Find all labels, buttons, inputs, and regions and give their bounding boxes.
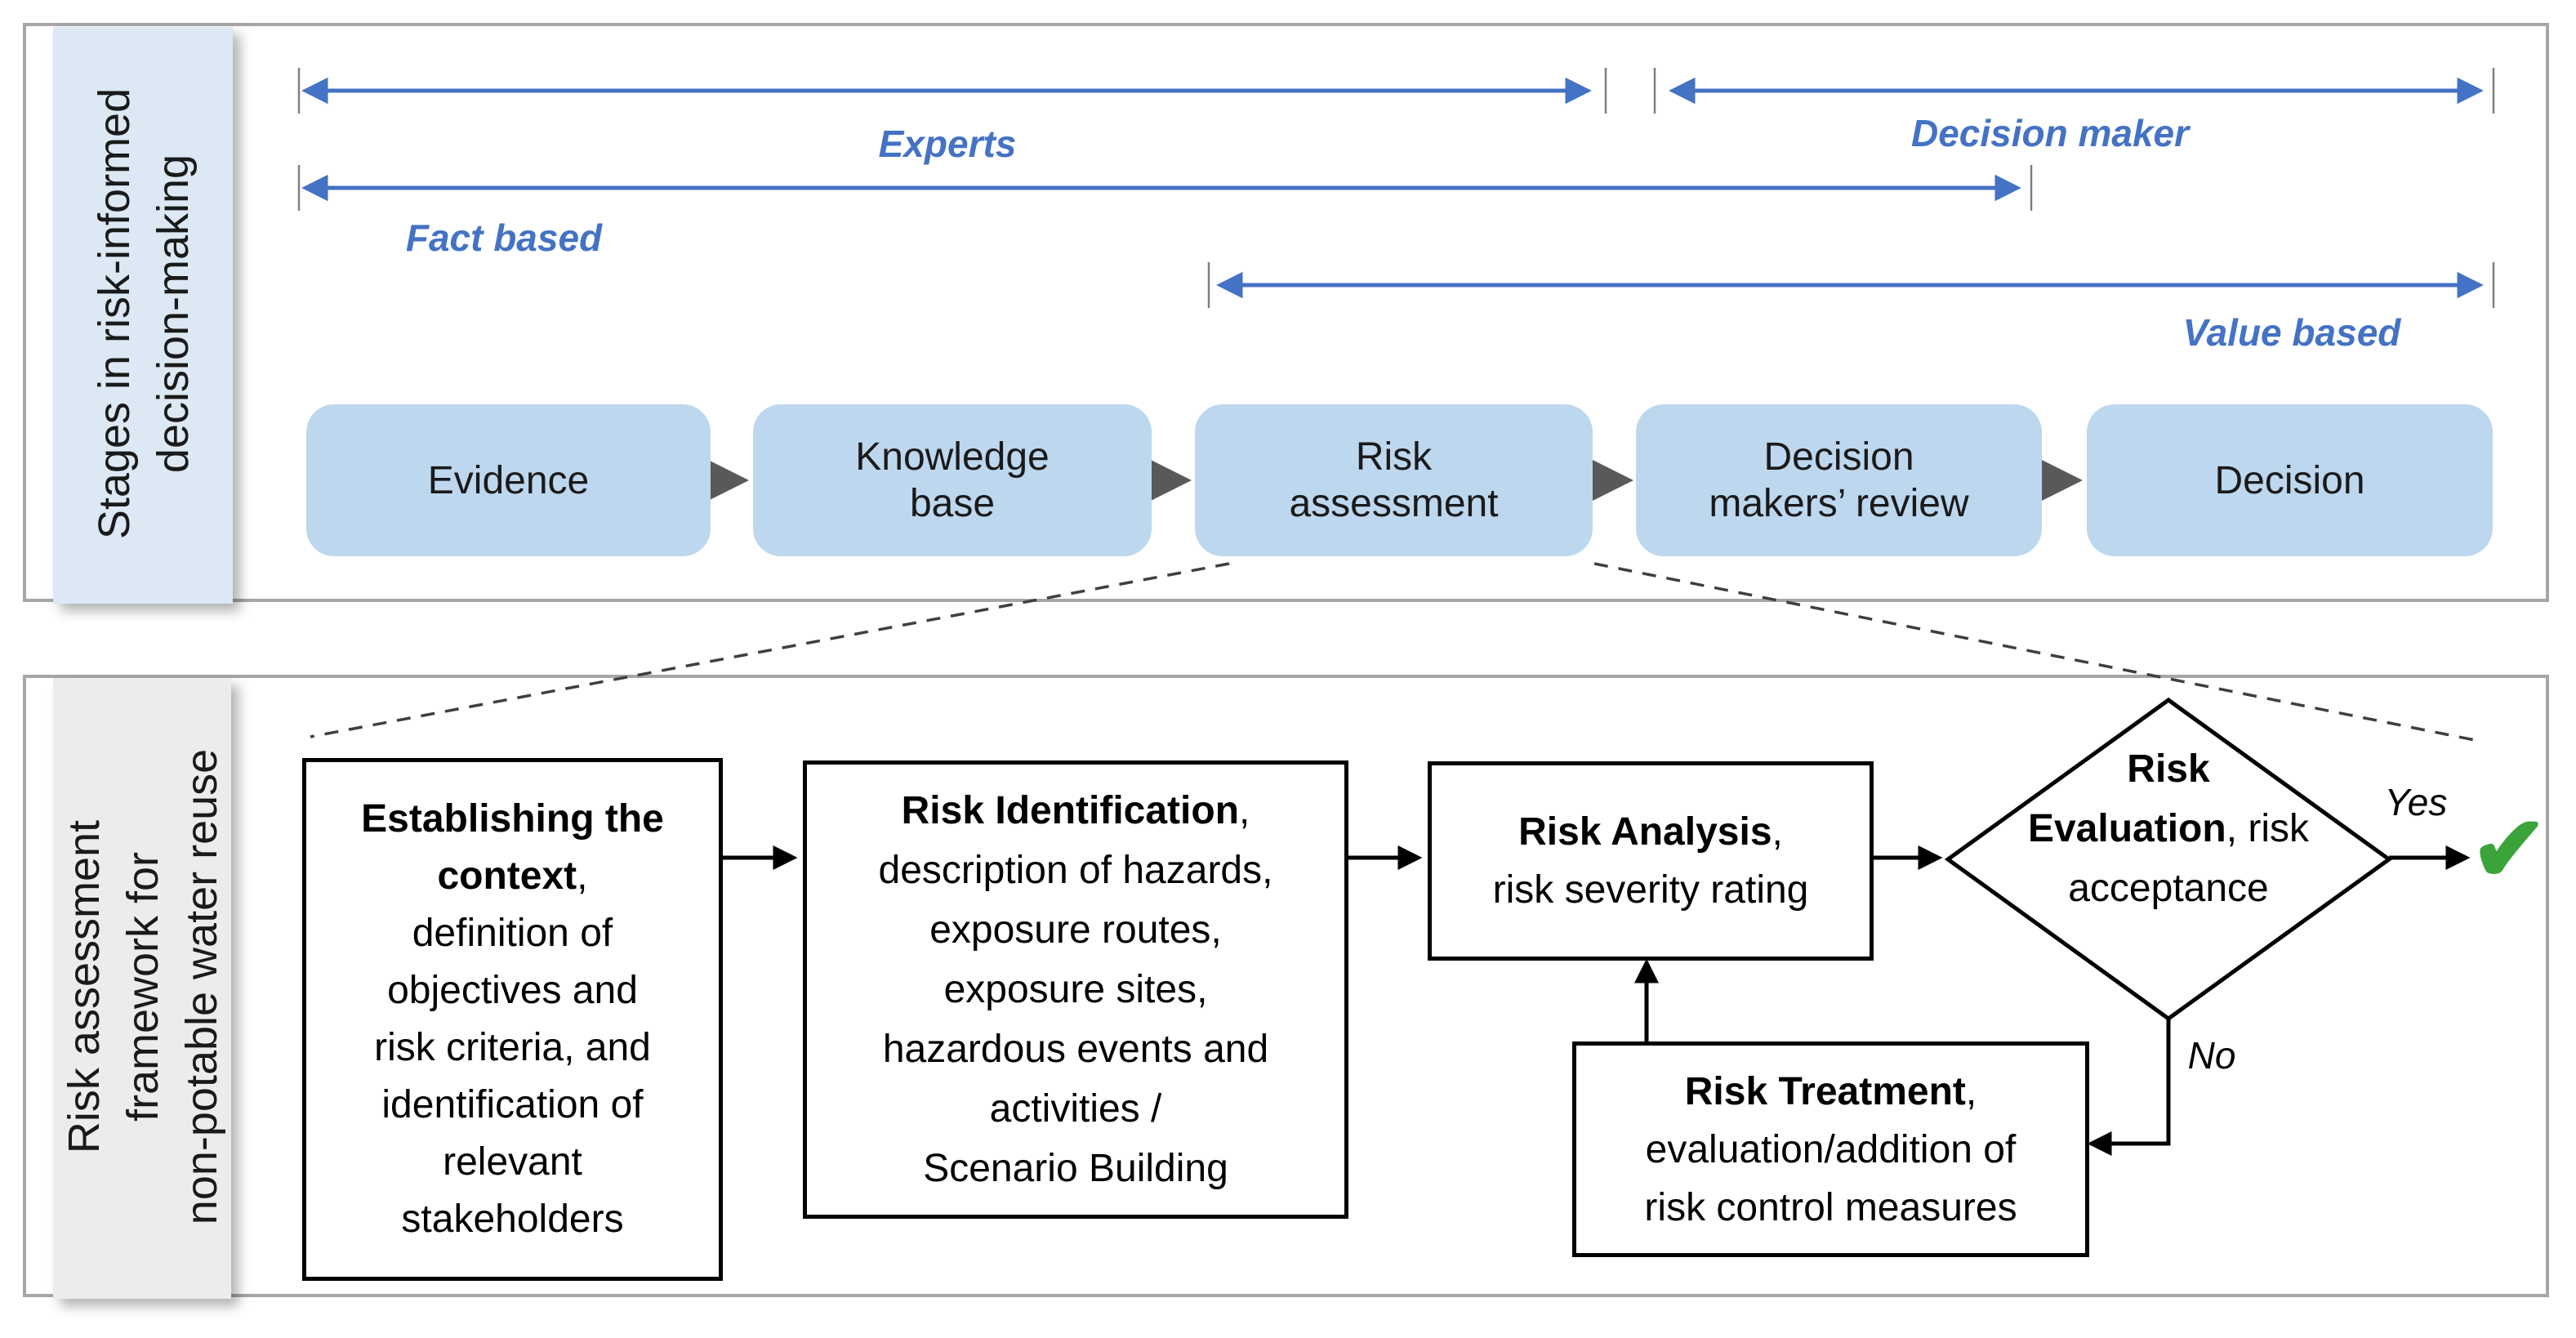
step-text: Risk Treatment, evaluation/addition of r… bbox=[1576, 1063, 2085, 1237]
expansion-dashed-line-right bbox=[1593, 562, 2484, 743]
stage-box-knowledge-base: Knowledge base bbox=[753, 404, 1152, 556]
step-text: Establishing the context, definition of … bbox=[306, 791, 719, 1248]
expansion-dashed-line-left bbox=[310, 562, 1230, 738]
step-box-risk-analysis: Risk Analysis, risk severity rating bbox=[1428, 761, 1874, 961]
stage-box-decision: Decision bbox=[2087, 404, 2493, 556]
fact-based-label: Fact based bbox=[405, 216, 603, 259]
step-text-risk-evaluation: Risk Evaluation, risk acceptance bbox=[1972, 739, 2364, 918]
step-box-establishing-context: Establishing the context, definition of … bbox=[302, 758, 723, 1281]
decision-maker-label: Decision maker bbox=[1910, 112, 2190, 154]
step-text: Risk Identification, description of haza… bbox=[807, 781, 1344, 1198]
stage-box-risk-assessment: Risk assessment bbox=[1195, 404, 1593, 556]
bottom-panel bbox=[23, 675, 2549, 1297]
stage-box-evidence: Evidence bbox=[306, 404, 711, 556]
top-side-label-strip bbox=[53, 27, 233, 604]
value-based-label: Value based bbox=[2182, 311, 2401, 354]
top-panel bbox=[23, 23, 2549, 602]
step-body: , description of hazards, exposure route… bbox=[878, 789, 1273, 1190]
step-title: Risk Identification bbox=[901, 789, 1240, 832]
step-title: Establishing the context bbox=[361, 797, 664, 898]
step-body: , risk severity rating bbox=[1492, 810, 1809, 912]
stage-box-decision-makers-review: Decision makers’ review bbox=[1636, 404, 2042, 556]
flow-arrow-no-to-treatment bbox=[2087, 1019, 2171, 1156]
step-text: Risk Analysis, risk severity rating bbox=[1432, 803, 1870, 919]
experts-label: Experts bbox=[878, 123, 1017, 165]
step-body: , risk acceptance bbox=[2068, 807, 2310, 910]
bottom-side-label-strip bbox=[53, 678, 231, 1299]
no-branch-label: No bbox=[2187, 1034, 2236, 1077]
accepted-check-icon: ✔ bbox=[2471, 798, 2547, 900]
step-title: Risk Analysis bbox=[1518, 810, 1772, 854]
step-title: Risk Evaluation bbox=[2027, 747, 2226, 850]
yes-branch-label: Yes bbox=[2384, 781, 2448, 823]
step-box-risk-identification: Risk Identification, description of haza… bbox=[803, 760, 1348, 1219]
step-box-risk-treatment: Risk Treatment, evaluation/addition of r… bbox=[1572, 1041, 2089, 1257]
step-body: , definition of objectives and risk crit… bbox=[374, 854, 651, 1241]
step-body: , evaluation/addition of risk control me… bbox=[1644, 1069, 2017, 1229]
step-title: Risk Treatment bbox=[1684, 1069, 1966, 1113]
